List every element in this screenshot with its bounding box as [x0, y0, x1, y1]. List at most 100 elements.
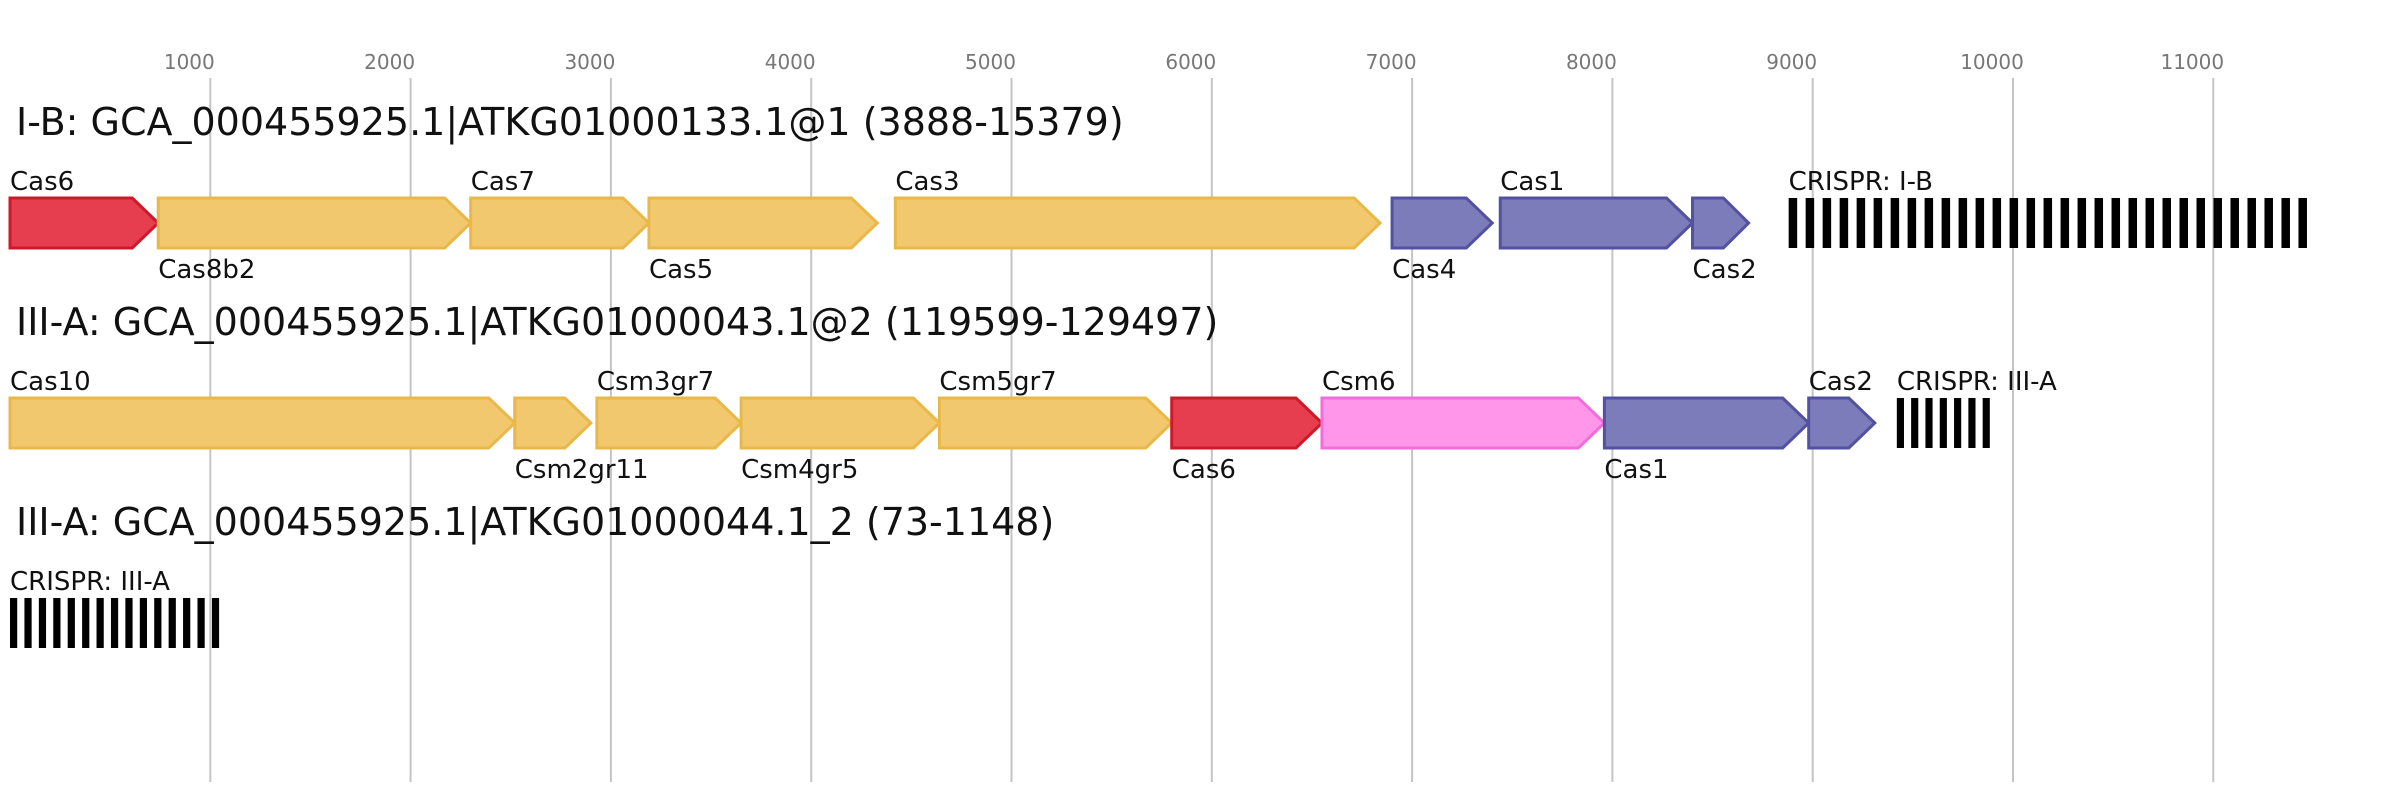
gene-arrow-cas2	[1691, 196, 1751, 250]
crispr-repeat	[53, 598, 61, 648]
crispr-repeat	[2043, 198, 2053, 248]
crispr-repeat	[2060, 198, 2070, 248]
gene-label-cas6: Cas6	[10, 167, 74, 197]
crispr-label: CRISPR: I-B	[1789, 167, 1933, 197]
crispr-array: CRISPR: III-A	[1896, 367, 2057, 448]
crispr-repeat	[139, 598, 148, 648]
crispr-repeat	[110, 598, 119, 648]
crispr-repeat	[2026, 198, 2036, 248]
tick-label-10000: 10000	[1960, 50, 2024, 74]
crispr-repeat	[2213, 198, 2222, 248]
gene-arrow-cas7	[469, 196, 652, 250]
crispr-repeat	[2128, 198, 2138, 248]
crispr-repeat	[1958, 198, 1968, 248]
track-title: III-A: GCA_000455925.1|ATKG01000044.1_2 …	[16, 500, 1054, 545]
track-3: III-A: GCA_000455925.1|ATKG01000044.1_2 …	[10, 500, 1054, 648]
gene-label-cas3: Cas3	[895, 167, 959, 197]
gene-arrow-csm3gr7	[595, 396, 744, 450]
tick-label-5000: 5000	[965, 50, 1016, 74]
gene-arrow-cas1	[1602, 396, 1811, 450]
tick-label-11000: 11000	[2160, 50, 2224, 74]
crispr-repeat	[2230, 198, 2239, 248]
gene-label-csm2gr11: Csm2gr11	[515, 455, 649, 485]
crispr-repeat	[1896, 398, 1904, 448]
crispr-label: CRISPR: III-A	[1897, 367, 2057, 397]
crispr-repeat	[2179, 198, 2189, 248]
tick-label-6000: 6000	[1165, 50, 1216, 74]
gene-label-cas2: Cas2	[1693, 255, 1757, 285]
crispr-repeat	[1924, 198, 1934, 248]
crispr-repeat	[1939, 398, 1947, 448]
gene-label-cas1: Cas1	[1604, 455, 1668, 485]
crispr-repeat	[2145, 198, 2155, 248]
track-1: I-B: GCA_000455925.1|ATKG01000133.1@1 (3…	[8, 100, 2307, 285]
crispr-repeat	[1941, 198, 1951, 248]
gene-arrow-csm6	[1320, 396, 1607, 450]
gene-label-cas2: Cas2	[1809, 367, 1873, 397]
gene-arrow-cas1	[1498, 196, 1695, 250]
crispr-repeat	[1788, 198, 1798, 248]
gene-label-cas10: Cas10	[10, 367, 91, 397]
tick-label-2000: 2000	[364, 50, 415, 74]
tracks-layer: I-B: GCA_000455925.1|ATKG01000133.1@1 (3…	[8, 100, 2307, 648]
crispr-repeat	[2162, 198, 2172, 248]
crispr-repeat	[1839, 198, 1849, 248]
gene-arrow-csm4gr5	[739, 396, 942, 450]
tick-label-4000: 4000	[765, 50, 816, 74]
crispr-repeat	[154, 598, 162, 648]
crispr-array: CRISPR: III-A	[10, 567, 220, 648]
gene-label-csm5gr7: Csm5gr7	[939, 367, 1056, 397]
crispr-repeat	[1907, 198, 1917, 248]
crispr-repeat	[2094, 198, 2104, 248]
crispr-repeat	[197, 598, 205, 648]
crispr-repeat	[1890, 198, 1900, 248]
crispr-repeat	[2009, 198, 2019, 248]
crispr-repeat	[2077, 198, 2087, 248]
crispr-repeat	[38, 598, 47, 648]
crispr-repeat	[1856, 198, 1866, 248]
crispr-repeat	[211, 598, 220, 648]
crispr-repeat	[1873, 198, 1883, 248]
tick-label-1000: 1000	[164, 50, 215, 74]
crispr-repeat	[1911, 398, 1919, 448]
crispr-repeat	[2281, 198, 2290, 248]
gene-label-csm4gr5: Csm4gr5	[741, 455, 858, 485]
crispr-repeat	[1954, 398, 1962, 448]
crispr-repeat	[183, 598, 191, 648]
tick-label-9000: 9000	[1766, 50, 1817, 74]
gene-label-cas5: Cas5	[649, 255, 713, 285]
gene-arrow-csm2gr11	[513, 396, 594, 450]
crispr-repeat	[96, 598, 104, 648]
gene-arrow-cas4	[1390, 196, 1495, 250]
crispr-repeat	[125, 598, 133, 648]
crispr-repeat	[2196, 198, 2205, 248]
gene-label-cas7: Cas7	[471, 167, 535, 197]
crispr-repeat	[82, 598, 90, 648]
crispr-repeat	[1975, 198, 1985, 248]
gene-label-csm6: Csm6	[1322, 367, 1396, 397]
gene-arrow-cas6	[8, 196, 161, 250]
crispr-repeat	[1822, 198, 1832, 248]
gene-label-csm3gr7: Csm3gr7	[597, 367, 714, 397]
crispr-label: CRISPR: III-A	[10, 567, 170, 597]
tick-label-3000: 3000	[564, 50, 615, 74]
crispr-repeat	[1968, 398, 1976, 448]
gene-label-cas8b2: Cas8b2	[158, 255, 255, 285]
crispr-repeat	[67, 598, 75, 648]
crispr-repeat	[168, 598, 176, 648]
tick-label-7000: 7000	[1366, 50, 1417, 74]
crispr-repeat	[2247, 198, 2256, 248]
track-2: III-A: GCA_000455925.1|ATKG01000043.1@2 …	[8, 300, 2057, 485]
crispr-repeat	[1982, 398, 1990, 448]
tick-label-8000: 8000	[1566, 50, 1617, 74]
gene-arrow-cas8b2	[156, 196, 473, 250]
track-title: III-A: GCA_000455925.1|ATKG01000043.1@2 …	[16, 300, 1218, 345]
gene-arrow-csm5gr7	[937, 396, 1174, 450]
track-title: I-B: GCA_000455925.1|ATKG01000133.1@1 (3…	[16, 100, 1124, 145]
crispr-repeat	[24, 598, 32, 648]
crispr-repeat	[1925, 398, 1933, 448]
gene-arrow-cas3	[893, 196, 1383, 250]
crispr-repeat	[2111, 198, 2121, 248]
gene-label-cas4: Cas4	[1392, 255, 1456, 285]
